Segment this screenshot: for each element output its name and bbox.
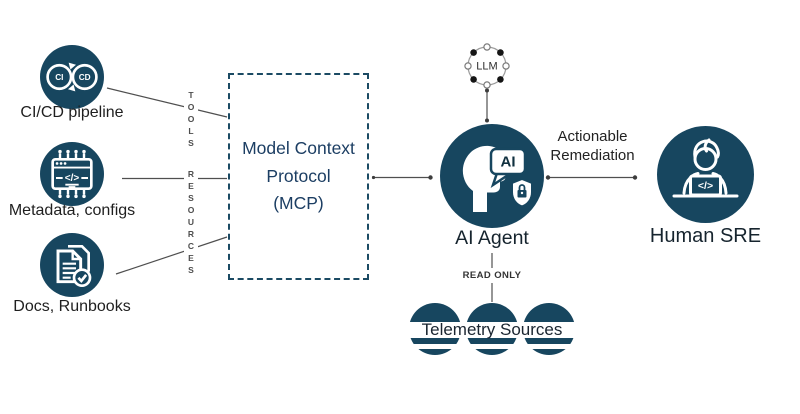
docs-runbooks-label: Docs, Runbooks <box>13 298 131 315</box>
mcp-line2: Protocol <box>266 165 331 186</box>
chip-code-glyph: </> <box>65 173 80 184</box>
cicd-pipeline-node: CI CD <box>40 45 104 109</box>
telemetry-sources-group: Telemetry Sources <box>399 303 585 355</box>
ai-agent-node: AI <box>440 124 544 228</box>
llm-label: LLM <box>476 61 497 73</box>
llm-ring-icon: LLM <box>464 43 510 89</box>
cicd-cd-text: CD <box>79 73 91 82</box>
documents-check-icon <box>56 245 92 287</box>
docs-runbooks-node <box>40 233 104 297</box>
human-sre-node: </> <box>657 126 754 223</box>
metadata-configs-node: </> <box>40 142 104 206</box>
human-sre-icon: </> <box>672 138 739 198</box>
human-sre-label: Human SRE <box>649 225 762 247</box>
mcp-line3: (MCP) <box>273 193 324 214</box>
tools-edge-label: TOOLS <box>184 87 198 153</box>
actionable-remediation-label: Actionable Remediation <box>520 128 665 165</box>
llm-node: LLM <box>459 38 515 94</box>
ai-bubble-text: AI <box>501 154 516 171</box>
cicd-pipeline-label: CI/CD pipeline <box>20 104 124 121</box>
cicd-ci-text: CI <box>55 73 63 82</box>
telemetry-stripe <box>399 344 585 349</box>
actionable-line1: Actionable <box>557 128 628 145</box>
chip-code-icon: </> <box>51 149 93 199</box>
sre-laptop-glyph: </> <box>698 180 713 192</box>
mcp-line1: Model Context <box>242 138 355 159</box>
telemetry-stripe <box>399 322 585 338</box>
metadata-configs-label: Metadata, configs <box>8 202 136 219</box>
cicd-infinity-icon: CI CD <box>46 62 98 92</box>
actionable-line2: Remediation <box>550 146 635 164</box>
read-only-label: READ ONLY <box>450 268 534 283</box>
mcp-protocol-box: Model Context Protocol (MCP) <box>228 73 369 280</box>
ai-agent-label: AI Agent <box>455 227 529 249</box>
resources-edge-label: RESOURCES <box>184 166 198 280</box>
telemetry-sources-label: Telemetry Sources <box>421 320 563 339</box>
ai-agent-icon: AI <box>462 145 533 212</box>
